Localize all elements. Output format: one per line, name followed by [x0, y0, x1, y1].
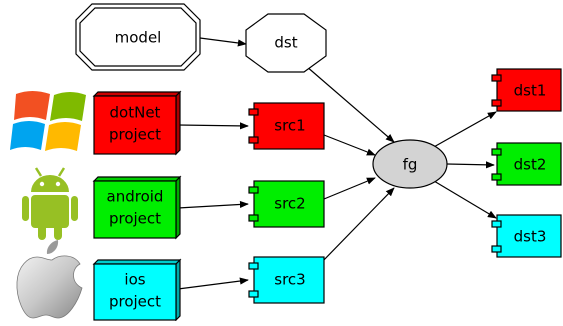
node-src1[interactable]: src1: [248, 102, 325, 150]
node-src3-label: src3: [274, 271, 305, 289]
node-ios-project[interactable]: ios project: [92, 258, 182, 322]
edge-model-dst: [199, 37, 247, 47]
node-android-line1: android: [107, 188, 164, 206]
node-dst2-label: dst2: [514, 156, 547, 174]
node-android-line2: project: [109, 210, 161, 228]
node-dotnet-project[interactable]: dotNet project: [92, 90, 182, 156]
node-model-label: model: [115, 29, 162, 47]
node-dst3-label: dst3: [514, 228, 547, 246]
node-fg-shape: [372, 139, 448, 189]
node-dst-label: dst: [274, 34, 297, 52]
node-src3[interactable]: src3: [248, 256, 325, 304]
node-fg-label: fg: [403, 156, 418, 174]
node-fg[interactable]: fg: [372, 139, 448, 189]
node-src2[interactable]: src2: [248, 180, 325, 228]
windows-logo-icon: [10, 91, 86, 151]
node-dotnet-line2: project: [109, 126, 161, 144]
node-ios-box: [93, 263, 177, 321]
node-dst2[interactable]: dst2: [491, 142, 562, 186]
edge-fg-dst2: [446, 161, 495, 169]
edge-src2-fg: [323, 177, 376, 200]
node-dst[interactable]: dst: [245, 13, 327, 73]
node-model[interactable]: model: [75, 3, 201, 71]
node-src2-label: src2: [274, 195, 305, 213]
node-dst1-label: dst1: [514, 82, 547, 100]
apple-logo-icon: [16, 240, 83, 319]
edge-fg-dst3: [433, 180, 497, 219]
node-android-box: [93, 180, 177, 239]
edge-dotnet-src1: [177, 122, 249, 130]
edge-src3-fg: [319, 187, 395, 265]
node-ios-line2: project: [109, 293, 161, 311]
android-logo-icon: [22, 167, 78, 240]
edge-dst-fg: [305, 65, 395, 143]
node-ios-line1: ios: [124, 271, 145, 289]
node-dst3[interactable]: dst3: [491, 214, 562, 258]
node-android-project[interactable]: android project: [92, 175, 182, 240]
node-dotnet-box: [93, 95, 177, 155]
node-dst1[interactable]: dst1: [491, 68, 562, 112]
edge-android-src2: [177, 200, 249, 209]
node-src1-label: src1: [274, 117, 305, 135]
node-dotnet-line1: dotNet: [110, 104, 161, 122]
edges: [177, 37, 497, 290]
edge-ios-src3: [177, 277, 249, 290]
edge-fg-dst1: [431, 111, 497, 149]
edge-src1-fg: [323, 134, 376, 156]
